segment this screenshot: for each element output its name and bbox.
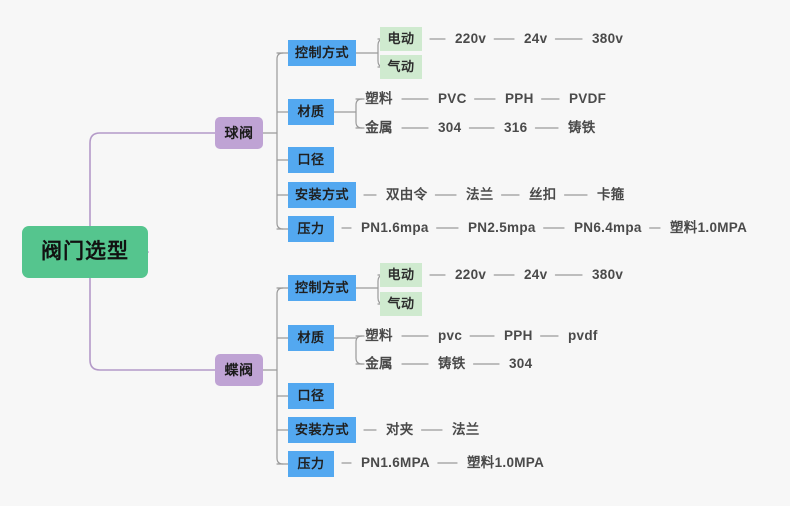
chain-item-install-chain-2-0[interactable]: 对夹: [386, 422, 414, 437]
chain-item-plastic-2[interactable]: PVDF: [569, 91, 607, 106]
chain-item-electric-2-0[interactable]: 220v: [455, 267, 487, 282]
leaf-node-metal-2[interactable]: 金属: [365, 356, 393, 371]
leaf-node-plastic-2[interactable]: 塑料: [365, 328, 393, 343]
chain-item-metal-0[interactable]: 304: [438, 120, 462, 135]
leaf-node-electric[interactable]: 电动: [380, 27, 422, 51]
category-node-control-method[interactable]: 控制方式: [288, 40, 356, 66]
chain-item-plastic-2-2[interactable]: pvdf: [568, 328, 598, 343]
chain-item-electric-2-1[interactable]: 24v: [524, 267, 548, 282]
leaf-node-pneumatic-2[interactable]: 气动: [380, 292, 422, 316]
chain-item-metal-2-0[interactable]: 铸铁: [438, 356, 466, 371]
leaf-node-metal[interactable]: 金属: [365, 120, 393, 135]
chain-item-electric-0[interactable]: 220v: [455, 31, 487, 46]
chain-item-install-chain-3[interactable]: 卡箍: [597, 187, 625, 202]
root-node[interactable]: 阀门选型: [22, 226, 148, 278]
chain-item-install-chain-2-1[interactable]: 法兰: [452, 422, 480, 437]
chain-item-pressure-chain-2-0[interactable]: PN1.6MPA: [361, 455, 430, 470]
branch-node-ball-valve[interactable]: 球阀: [215, 117, 263, 149]
chain-item-metal-2-1[interactable]: 304: [509, 356, 533, 371]
chain-item-metal-2[interactable]: 铸铁: [568, 120, 596, 135]
category-node-installation[interactable]: 安装方式: [288, 182, 356, 208]
chain-item-pressure-chain-2-1[interactable]: 塑料1.0MPA: [467, 455, 545, 470]
chain-item-electric-2-2[interactable]: 380v: [592, 267, 624, 282]
chain-item-install-chain-2[interactable]: 丝扣: [529, 187, 557, 202]
chain-item-electric-1[interactable]: 24v: [524, 31, 548, 46]
leaf-node-plastic[interactable]: 塑料: [365, 91, 393, 106]
category-node-material[interactable]: 材质: [288, 99, 334, 125]
category-node-pressure-2[interactable]: 压力: [288, 451, 334, 477]
branch-node-butterfly-valve[interactable]: 蝶阀: [215, 354, 263, 386]
category-node-installation-2[interactable]: 安装方式: [288, 417, 356, 443]
category-node-diameter-2[interactable]: 口径: [288, 383, 334, 409]
chain-item-pressure-chain-3[interactable]: 塑料1.0MPA: [670, 220, 748, 235]
chain-item-install-chain-1[interactable]: 法兰: [466, 187, 494, 202]
leaf-node-pneumatic[interactable]: 气动: [380, 55, 422, 79]
chain-item-metal-1[interactable]: 316: [504, 120, 528, 135]
chain-item-electric-2[interactable]: 380v: [592, 31, 624, 46]
category-node-control-method-2[interactable]: 控制方式: [288, 275, 356, 301]
category-node-diameter[interactable]: 口径: [288, 147, 334, 173]
chain-item-plastic-2-1[interactable]: PPH: [504, 328, 533, 343]
category-node-pressure[interactable]: 压力: [288, 216, 334, 242]
category-node-material-2[interactable]: 材质: [288, 325, 334, 351]
chain-item-plastic-1[interactable]: PPH: [505, 91, 534, 106]
chain-item-pressure-chain-0[interactable]: PN1.6mpa: [361, 220, 429, 235]
chain-item-pressure-chain-1[interactable]: PN2.5mpa: [468, 220, 536, 235]
chain-item-install-chain-0[interactable]: 双由令: [386, 187, 428, 202]
leaf-node-electric-2[interactable]: 电动: [380, 263, 422, 287]
chain-item-pressure-chain-2[interactable]: PN6.4mpa: [574, 220, 642, 235]
chain-item-plastic-0[interactable]: PVC: [438, 91, 467, 106]
chain-item-plastic-2-0[interactable]: pvc: [438, 328, 463, 343]
